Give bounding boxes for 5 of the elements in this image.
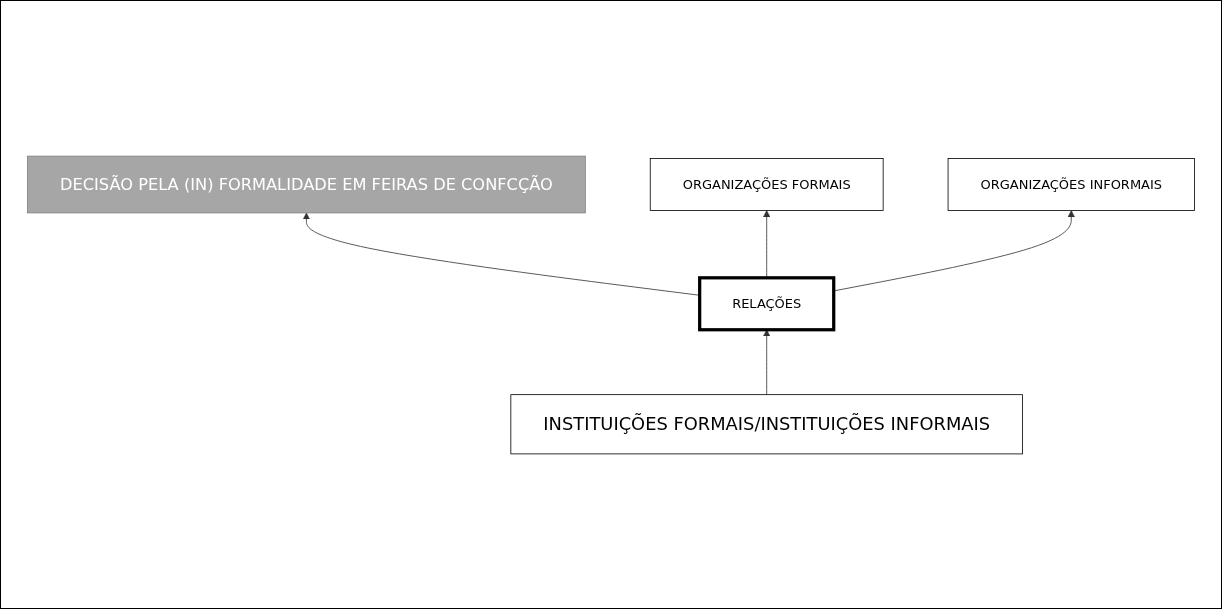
node-box: ORGANIZAÇÕES INFORMAIS (947, 157, 1195, 211)
node-box: ORGANIZAÇÕES FORMAIS (649, 157, 884, 211)
node-box: INSTITUIÇÕES FORMAIS/INSTITUIÇÕES INFORMAIS (510, 393, 1023, 454)
node-box: DECISÃO PELA (IN) FORMALIDADE EM FEIRAS DE CONFCÇÃO (27, 155, 586, 213)
node-box: RELAÇÕES (698, 275, 836, 331)
